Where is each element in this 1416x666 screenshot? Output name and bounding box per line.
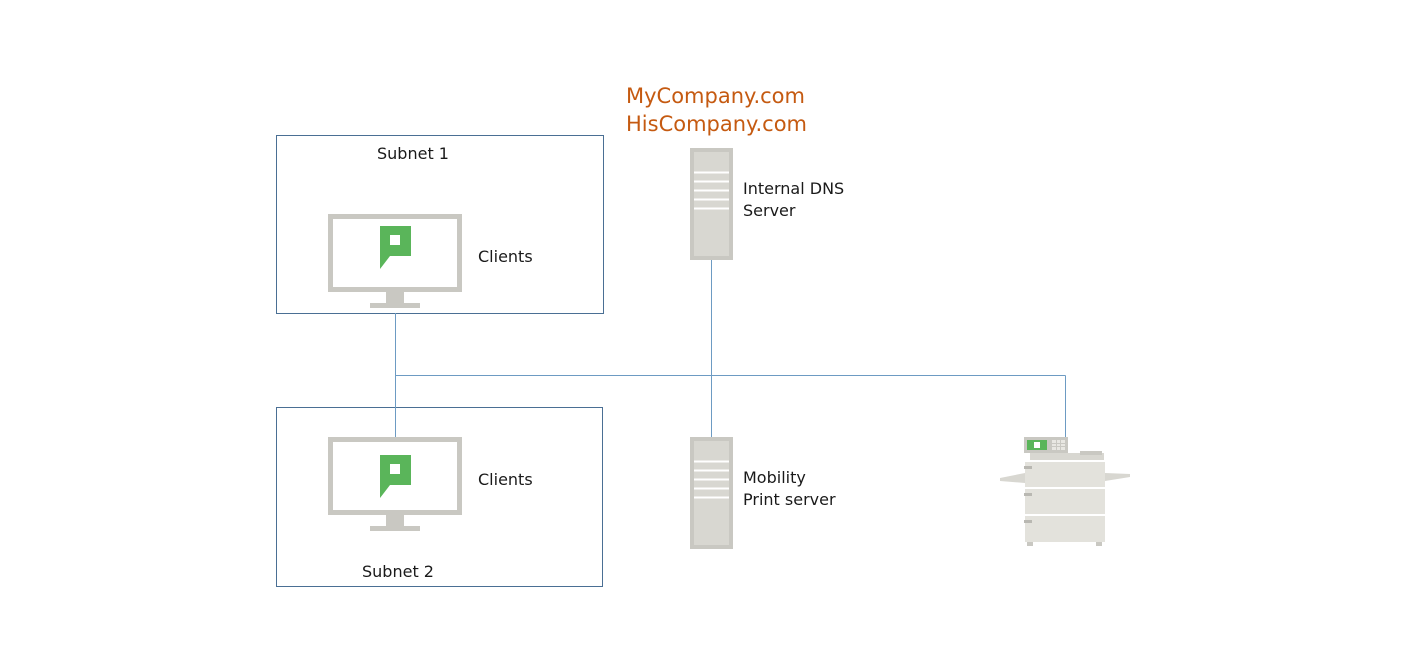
printer-icon: [1000, 437, 1130, 546]
papercut-logo-icon: [379, 226, 411, 269]
print-server-label-line2: Print server: [743, 490, 836, 509]
monitor-icon: [328, 214, 462, 308]
server-icon: [690, 148, 733, 260]
subnet-1-box: [276, 135, 604, 314]
server-icon: [690, 437, 733, 549]
domain-name-1: MyCompany.com: [626, 84, 805, 108]
subnet-2-label: Subnet 2: [362, 562, 434, 581]
subnet-2-clients-label: Clients: [478, 470, 533, 489]
print-server-label-line1: Mobility: [743, 468, 806, 487]
network-connectors: [395, 259, 1066, 448]
subnet-2-box: [276, 407, 603, 587]
dns-server-label-line2: Server: [743, 201, 796, 220]
monitor-icon: [328, 437, 462, 531]
papercut-logo-icon: [379, 455, 411, 498]
dns-server-label-line1: Internal DNS: [743, 179, 845, 198]
subnet-1-clients-label: Clients: [478, 247, 533, 266]
subnet-1-label: Subnet 1: [377, 144, 449, 163]
domain-name-2: HisCompany.com: [626, 112, 808, 136]
